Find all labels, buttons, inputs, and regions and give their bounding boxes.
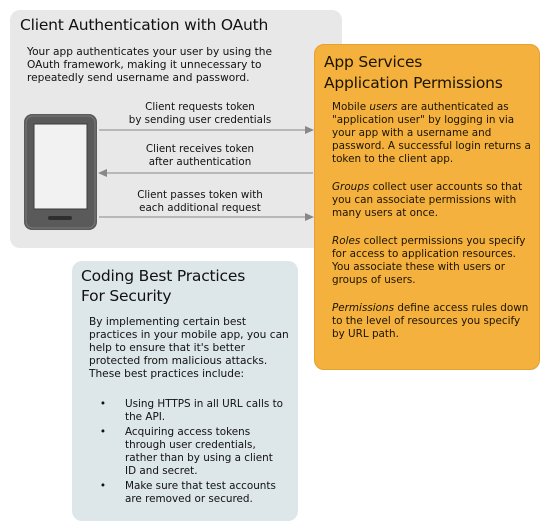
security-intro: By implementing certain best practices i… xyxy=(89,316,289,380)
list-item: • Using HTTPS in all URL calls to the AP… xyxy=(97,398,287,424)
list-item: • Acquiring access tokens through user c… xyxy=(97,426,287,478)
permissions-panel: App Services Application Permissions Mob… xyxy=(314,44,540,370)
flow-label-pass-token: Client passes token with each additional… xyxy=(137,189,263,214)
flow-label-request-token: Client requests token by sending user cr… xyxy=(128,101,272,126)
bullet-icon: • xyxy=(99,480,107,492)
permissions-users-paragraph: Mobile users are authenticated as "appli… xyxy=(332,101,531,165)
flow-label-receive-token: Client receives token after authenticati… xyxy=(145,143,255,168)
security-practices-list: • Using HTTPS in all URL calls to the AP… xyxy=(97,398,287,508)
bullet-icon: • xyxy=(99,398,107,410)
permissions-title: App Services Application Permissions xyxy=(324,53,503,92)
oauth-intro: Your app authenticates your user by usin… xyxy=(27,46,272,84)
mobile-phone-icon xyxy=(24,114,97,230)
security-title: Coding Best Practices For Security xyxy=(81,267,246,305)
security-panel: Coding Best Practices For Security By im… xyxy=(72,261,298,521)
permissions-permissions-paragraph: Permissions define access rules down to … xyxy=(332,302,529,340)
permissions-groups-paragraph: Groups collect user accounts so that you… xyxy=(332,181,523,219)
permissions-roles-paragraph: Roles collect permissions you specify fo… xyxy=(332,235,526,286)
bullet-icon: • xyxy=(99,426,107,438)
permissions-body: Mobile users are authenticated as "appli… xyxy=(332,101,532,356)
oauth-title: Client Authentication with OAuth xyxy=(20,16,269,34)
list-item: • Make sure that test accounts are remov… xyxy=(97,480,287,506)
